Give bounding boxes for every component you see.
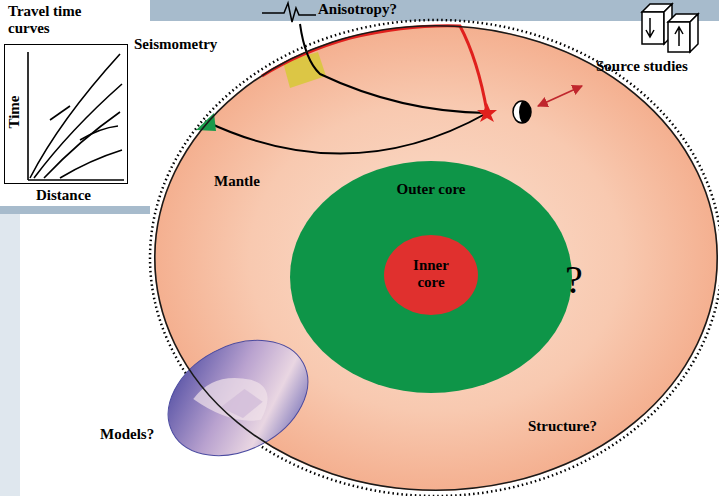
ray-path [205, 113, 487, 154]
panel-band [0, 206, 150, 214]
model-illustration [148, 317, 328, 478]
inner-core-circle: Inner core [384, 235, 478, 315]
node-text: Inner core [401, 257, 461, 291]
seismogram-icon [262, 3, 316, 22]
mantle-circle: MantleOuter coreInner core [154, 25, 718, 491]
source-studies-label: Source studies [596, 58, 688, 75]
travel-time-box [5, 45, 128, 184]
travel-time-box: Travel time curves [4, 44, 128, 184]
axis-label: Time [6, 95, 23, 128]
outer-core-circle [290, 161, 572, 393]
anisotropy-label: Anisotropy? [318, 1, 397, 18]
source-star [477, 103, 497, 122]
surface-wave-path [262, 26, 487, 112]
structure-label: Structure? [528, 418, 597, 435]
node-text: Outer core [361, 181, 501, 198]
travel-time-curves [28, 52, 124, 180]
chart-panel [0, 0, 150, 206]
axis-label: Distance [36, 187, 91, 204]
node-text: Travel time curves [8, 3, 112, 37]
beachball-symbol [513, 101, 531, 123]
inner-core-circle [384, 235, 478, 315]
models-label: Models? [100, 426, 154, 443]
double-arrow [538, 86, 582, 106]
question-mark: ? [565, 258, 583, 302]
side-band [0, 214, 20, 496]
ray-path [300, 24, 487, 113]
travel-time-box-outline [4, 44, 128, 184]
anisotropy-region [283, 52, 326, 88]
mantle-circle [155, 26, 717, 490]
seismometry-label: Seismometry [134, 36, 217, 53]
fault-blocks-icon [642, 4, 698, 52]
node-text: Mantle [214, 173, 294, 190]
outer-core-circle: Outer coreInner core [290, 161, 572, 393]
